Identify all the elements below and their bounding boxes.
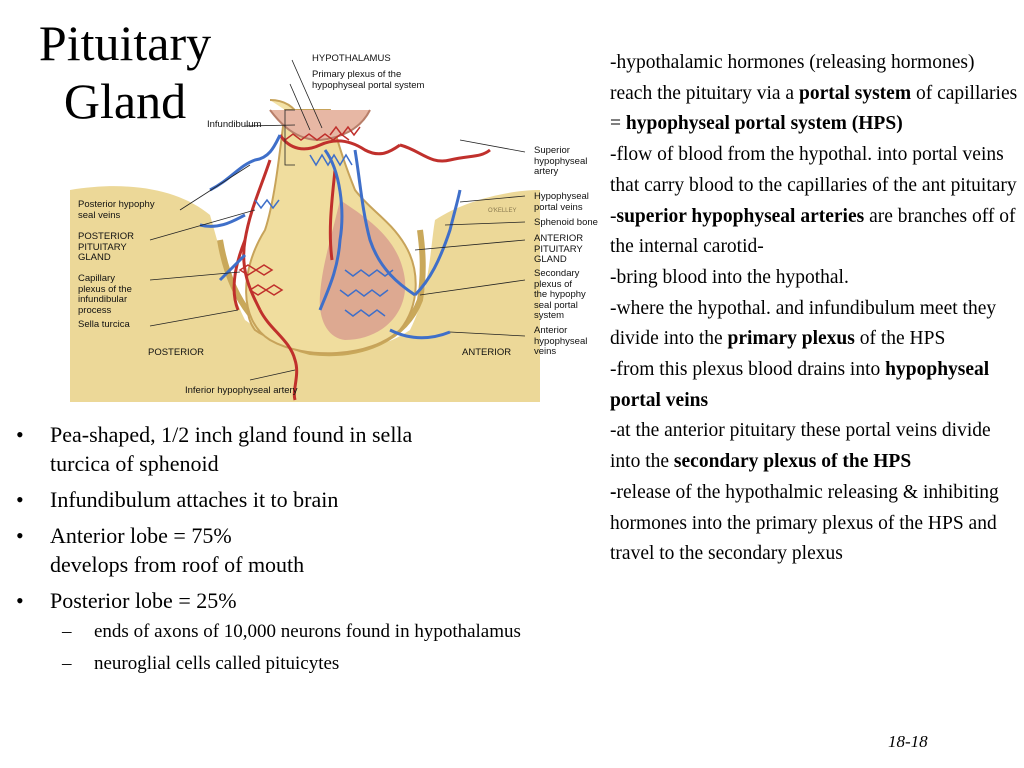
bullet-item: Pea-shaped, 1/2 inch gland found in sell…: [14, 420, 534, 478]
hps-explanation: -hypothalamic hormones (releasing hormon…: [610, 48, 1020, 570]
label-anterior-veins: Anterior hypophyseal veins: [534, 325, 588, 357]
label-infundibulum: Infundibulum: [207, 119, 262, 130]
vein-capillaries: [254, 153, 394, 317]
para-bring-blood: -bring blood into the hypothal.: [610, 266, 849, 288]
label-inferior-artery: Inferior hypophyseal artery: [185, 385, 298, 396]
title-line-2: Gland: [63, 73, 187, 129]
para-portal-system: -hypothalamic hormones (releasing hormon…: [610, 52, 1018, 135]
signature-text: O'KELLEY: [488, 208, 517, 214]
sub-bullet-item: neuroglial cells called pituicytes: [14, 651, 534, 676]
pituitary-diagram: O'KELLEY HYPOTHALAMUS Primary plexus of …: [70, 40, 610, 402]
hypothalamus-base: [269, 109, 371, 142]
bullet-item: Posterior lobe = 25%: [14, 586, 534, 615]
artery-network: [232, 134, 491, 401]
leader-lines: [149, 59, 526, 381]
label-posterior-pituitary: POSTERIOR PITUITARY GLAND: [78, 231, 134, 263]
artery-capillaries: [238, 125, 361, 296]
title-line-1: Pituitary: [38, 15, 212, 71]
label-capillary-plexus: Capillary plexus of the infundibular pro…: [78, 273, 132, 316]
label-hypothalamus: HYPOTHALAMUS: [312, 53, 391, 64]
para-secondary-plexus: -at the anterior pituitary these portal …: [610, 420, 991, 473]
para-superior-arteries: -superior hypophyseal arteries are branc…: [610, 205, 1016, 258]
para-blood-flow: -flow of blood from the hypothal. into p…: [610, 144, 1017, 196]
label-anterior-pituitary: ANTERIOR PITUITARY GLAND: [534, 233, 584, 265]
label-superior-artery: Superior hypophyseal artery: [534, 145, 588, 177]
label-posterior-veins: Posterior hypophy seal veins: [78, 199, 155, 221]
slide-number: 18-18: [888, 732, 928, 751]
label-primary-plexus: Primary plexus of the hypophyseal portal…: [312, 69, 425, 91]
para-portal-veins: -from this plexus blood drains into hypo…: [610, 359, 990, 411]
para-release: -release of the hypothalmic releasing & …: [610, 481, 999, 565]
label-sphenoid-bone: Sphenoid bone: [534, 217, 598, 228]
vein-network: [199, 134, 462, 340]
bullet-item: Anterior lobe = 75% develops from roof o…: [14, 521, 534, 579]
sphenoid-bone-shape: [70, 186, 540, 402]
pituitary-illustration: O'KELLEY: [70, 59, 540, 402]
bullet-list: Pea-shaped, 1/2 inch gland found in sell…: [14, 420, 534, 683]
slide-title: Pituitary Gland: [0, 14, 250, 130]
label-secondary-plexus: Secondary plexus of the hypophy seal por…: [534, 268, 586, 321]
label-posterior: POSTERIOR: [148, 347, 204, 358]
label-sella-turcica: Sella turcica: [78, 319, 130, 330]
bullet-item: Infundibulum attaches it to brain: [14, 485, 534, 514]
para-primary-plexus: -where the hypothal. and infundibulum me…: [610, 297, 997, 350]
sub-bullet-item: ends of axons of 10,000 neurons found in…: [14, 619, 534, 644]
sub-bullet-list: ends of axons of 10,000 neurons found in…: [14, 619, 534, 676]
label-anterior: ANTERIOR: [462, 347, 512, 358]
label-portal-veins: Hypophyseal portal veins: [534, 191, 589, 213]
